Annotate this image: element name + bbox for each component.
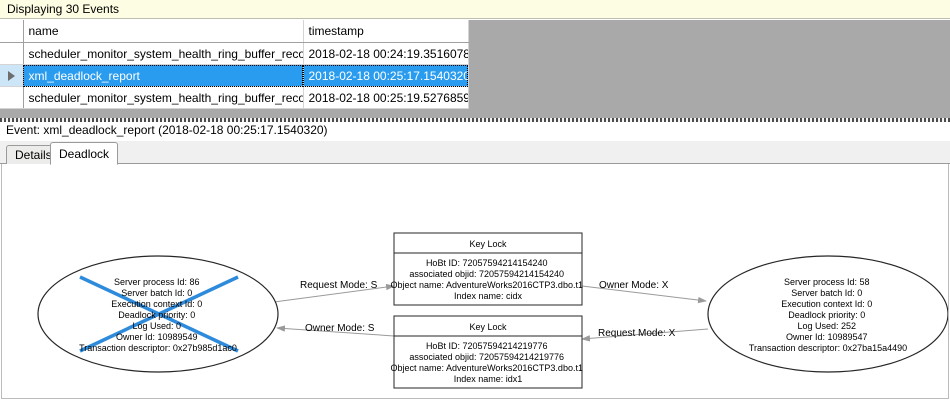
edge-owner-mode-x: Owner Mode: X <box>581 280 707 304</box>
tab-deadlock[interactable]: Deadlock <box>50 142 119 165</box>
edge-owner-mode-s: Owner Mode: S <box>276 323 395 337</box>
cell-name[interactable]: scheduler_monitor_system_health_ring_buf… <box>23 42 304 65</box>
displaying-events-banner: Displaying 30 Events <box>0 0 950 19</box>
grid-header-row: name timestamp <box>0 20 469 43</box>
key-lock-top-text: HoBt ID: 72057594214154240 associated ob… <box>391 258 586 301</box>
cell-timestamp[interactable]: 2018-02-18 00:25:19.5276859 <box>303 86 469 109</box>
column-header-name[interactable]: name <box>23 20 304 43</box>
key-lock-bottom-title: Key Lock <box>469 322 507 332</box>
table-row-selected[interactable]: xml_deadlock_report 2018-02-18 00:25:17.… <box>0 64 469 87</box>
horizontal-splitter[interactable] <box>0 118 950 122</box>
cell-name[interactable]: scheduler_monitor_system_health_ring_buf… <box>23 86 304 109</box>
cell-name[interactable]: xml_deadlock_report <box>23 64 304 87</box>
edge-label-owner-mode-s: Owner Mode: S <box>305 323 375 334</box>
grid-corner-header[interactable] <box>0 20 24 43</box>
column-header-timestamp[interactable]: timestamp <box>303 20 469 43</box>
tab-strip: Details Deadlock <box>0 141 950 165</box>
row-selector[interactable] <box>0 42 24 65</box>
deadlock-graph-canvas[interactable]: Request Mode: S Owner Mode: S Owner Mode… <box>1 164 949 399</box>
node-victim-process[interactable]: Server process Id: 86 Server batch Id: 0… <box>37 255 279 373</box>
row-selector[interactable] <box>0 86 24 109</box>
row-selector[interactable] <box>0 64 24 87</box>
edge-label-owner-mode-x: Owner Mode: X <box>599 280 669 291</box>
node-key-lock-bottom[interactable]: Key Lock HoBt ID: 72057594214219776 asso… <box>391 315 586 389</box>
cell-timestamp[interactable]: 2018-02-18 00:24:19.3516078 <box>303 42 469 65</box>
node-surviving-process[interactable]: Server process Id: 58 Server batch Id: 0… <box>707 255 948 373</box>
edge-request-mode-x: Request Mode: X <box>581 328 709 342</box>
events-grid[interactable]: name timestamp scheduler_monitor_system_… <box>0 20 469 109</box>
edge-label-request-mode-s: Request Mode: S <box>300 280 378 291</box>
victim-cross-icon <box>79 275 239 353</box>
cell-timestamp[interactable]: 2018-02-18 00:25:17.1540320 <box>303 64 469 87</box>
surviving-process-text: Server process Id: 58 Server batch Id: 0… <box>749 277 907 353</box>
events-grid-panel: name timestamp scheduler_monitor_system_… <box>0 20 950 118</box>
table-row[interactable]: scheduler_monitor_system_health_ring_buf… <box>0 86 469 109</box>
node-key-lock-top[interactable]: Key Lock HoBt ID: 72057594214154240 asso… <box>391 232 586 306</box>
key-lock-bottom-text: HoBt ID: 72057594214219776 associated ob… <box>391 341 586 384</box>
edge-label-request-mode-x: Request Mode: X <box>598 328 676 339</box>
table-row[interactable]: scheduler_monitor_system_health_ring_buf… <box>0 42 469 65</box>
event-title: Event: xml_deadlock_report (2018-02-18 0… <box>0 122 950 140</box>
victim-process-text: Server process Id: 86 Server batch Id: 0… <box>79 277 237 353</box>
tab-details[interactable]: Details <box>6 145 61 164</box>
key-lock-top-title: Key Lock <box>469 239 507 249</box>
row-selector-arrow-icon <box>7 71 15 82</box>
edge-request-mode-s: Request Mode: S <box>273 280 395 303</box>
